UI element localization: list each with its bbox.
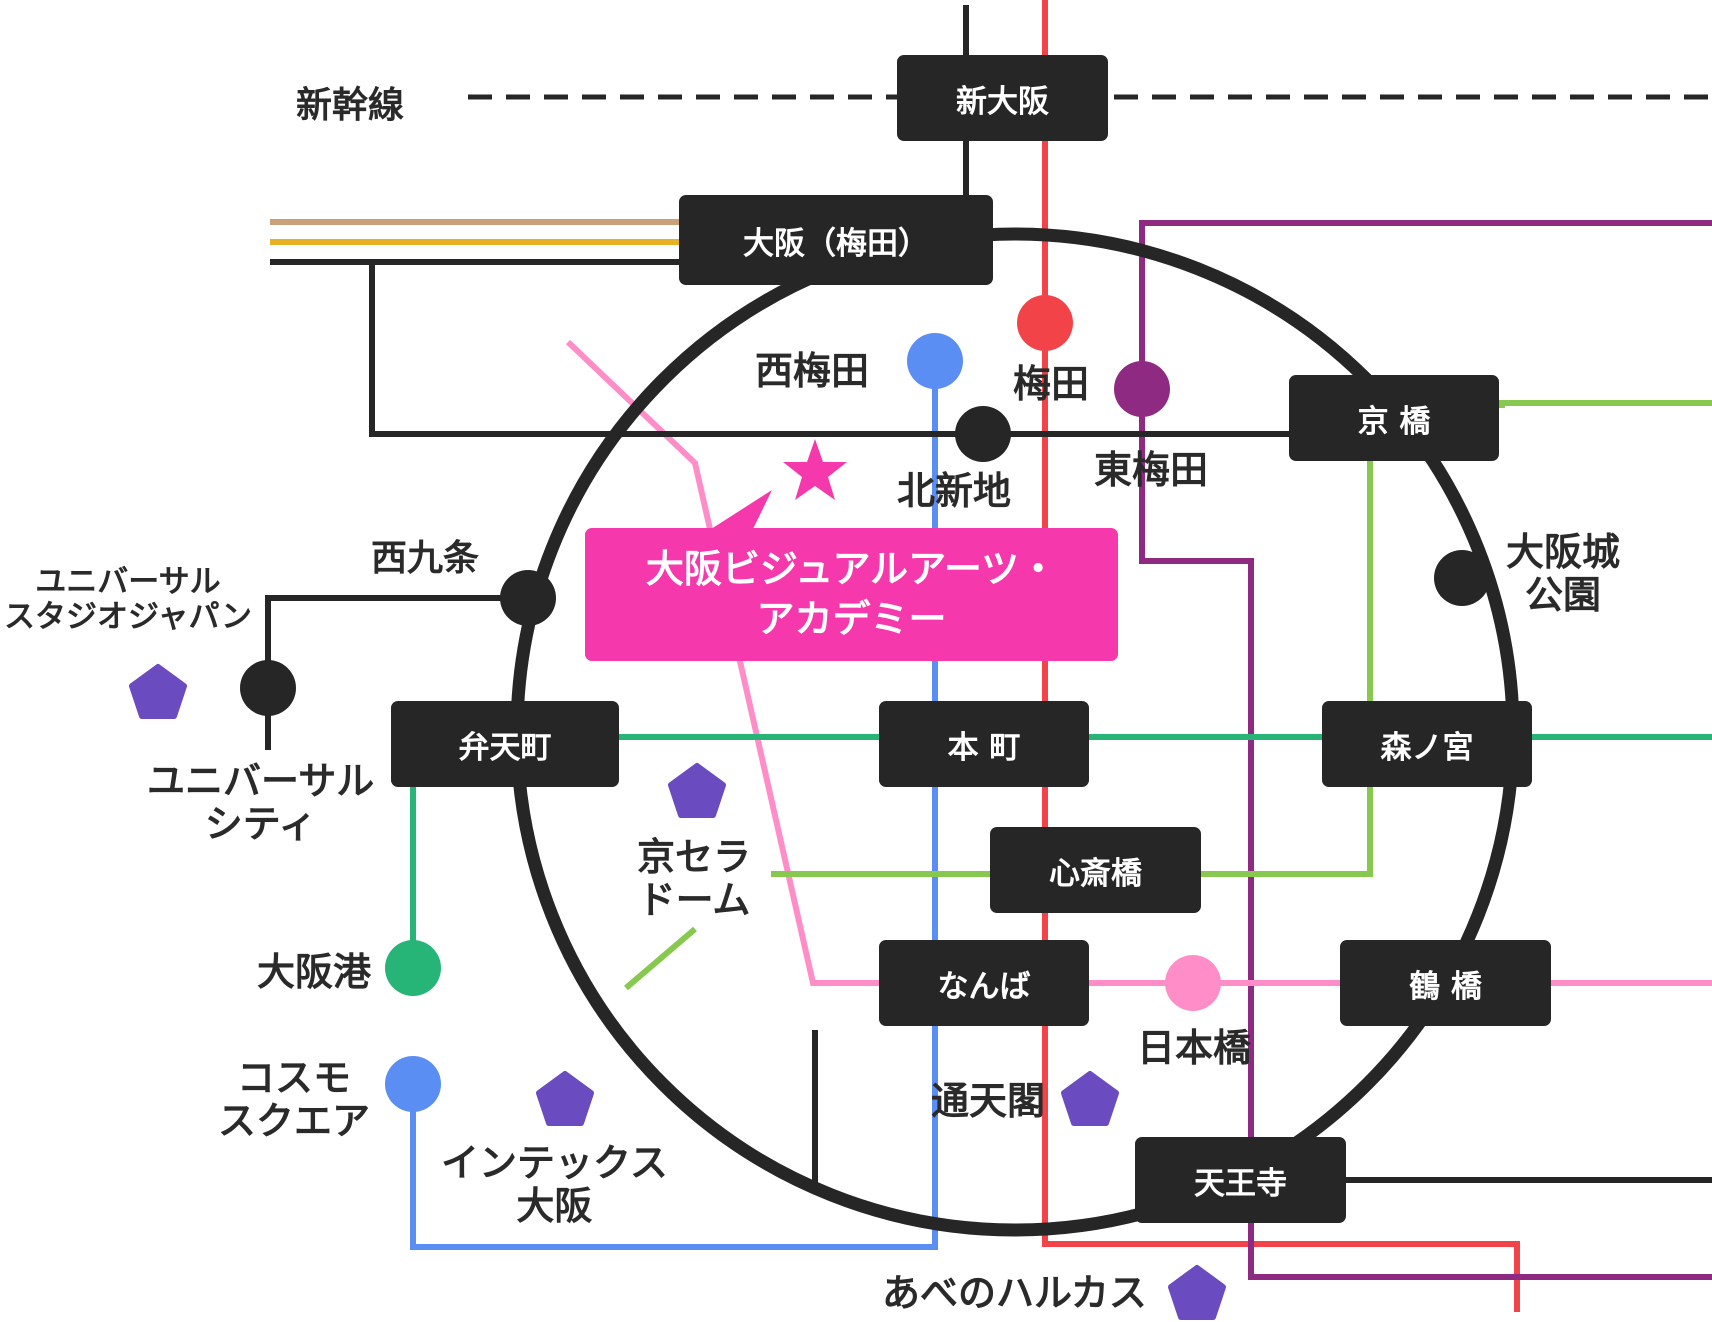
- station-box-tennoji[interactable]: 天王寺: [1135, 1137, 1346, 1223]
- station-dot-cosmo-square[interactable]: [385, 1056, 441, 1112]
- label-universal-city-line1: ユニバーサル: [147, 759, 375, 803]
- label-harukas: あべのハルカス: [882, 1271, 1147, 1315]
- shinkansen-label: 新幹線: [296, 85, 405, 126]
- station-dot-umeda[interactable]: [1017, 295, 1073, 351]
- highlight-name-line1: 大阪ビジュアルアーツ・: [645, 547, 1058, 592]
- landmark-icon-harukas: [1168, 1265, 1226, 1320]
- label-usj-line1: ユニバーサル: [35, 564, 221, 600]
- callout-tail: [708, 490, 772, 531]
- label-osakajo-koen: 大阪城 公園: [1506, 531, 1620, 616]
- label-cosmo-square-line2: スクエア: [218, 1098, 371, 1143]
- label-osakajo-koen-line2: 公園: [1525, 572, 1602, 617]
- label-osakajo-koen-line1: 大阪城: [1506, 530, 1621, 574]
- station-dot-osakako[interactable]: [385, 940, 441, 996]
- nagahori-line-branch: [624, 926, 697, 991]
- label-umeda: 梅田: [1013, 362, 1090, 406]
- landmark-icon-usj: [129, 664, 187, 719]
- label-intex-line1: インテックス: [441, 1141, 668, 1185]
- station-box-honmachi[interactable]: 本 町: [879, 701, 1089, 787]
- station-box-kyobashi[interactable]: 京 橋: [1289, 375, 1499, 461]
- station-box-bentencho[interactable]: 弁天町: [391, 701, 619, 787]
- sakaisuji-line: [565, 339, 1712, 986]
- label-cosmo-square: コスモ スクエア: [218, 1057, 370, 1142]
- label-kyocera-dome-line1: 京セラ: [637, 835, 752, 879]
- highlight-callout[interactable]: 大阪ビジュアルアーツ・ アカデミー: [585, 528, 1118, 661]
- label-universal-city-line2: シティ: [204, 801, 317, 846]
- label-usj: ユニバーサル スタジオジャパン: [4, 565, 252, 634]
- station-dot-kitashinchi[interactable]: [955, 406, 1011, 462]
- label-kitashinchi: 北新地: [897, 469, 1012, 513]
- tozai-line: [369, 262, 1320, 437]
- station-dot-nipponbashi[interactable]: [1165, 955, 1221, 1011]
- station-dot-higashi-umeda[interactable]: [1114, 361, 1170, 417]
- station-dot-osakajo-koen[interactable]: [1434, 550, 1490, 606]
- star-icon: [783, 439, 847, 500]
- label-cosmo-square-line1: コスモ: [237, 1056, 352, 1100]
- label-higashi-umeda: 東梅田: [1094, 448, 1209, 492]
- station-box-tsuruhashi[interactable]: 鶴 橋: [1340, 940, 1551, 1026]
- label-kyocera-dome-line2: ドーム: [637, 877, 751, 922]
- label-kyocera-dome: 京セラ ドーム: [637, 836, 751, 921]
- station-box-morinomiya[interactable]: 森ノ宮: [1322, 701, 1532, 787]
- landmark-icon-tsutenkaku: [1061, 1071, 1119, 1126]
- label-nishikujo: 西九条: [371, 538, 480, 579]
- landmark-icon-intex: [536, 1071, 594, 1126]
- label-osakako: 大阪港: [257, 950, 372, 994]
- station-dot-nishi-umeda[interactable]: [907, 333, 963, 389]
- label-tsutenkaku: 通天閣: [931, 1079, 1046, 1123]
- landmark-icon-kyocera-dome: [668, 763, 726, 818]
- station-box-namba[interactable]: なんば: [879, 940, 1089, 1026]
- tanimachi-line: [1139, 220, 1712, 1280]
- station-box-osaka-umeda[interactable]: 大阪（梅田）: [679, 195, 993, 285]
- label-universal-city: ユニバーサル シティ: [147, 760, 374, 845]
- station-dot-nishikujo[interactable]: [500, 570, 556, 626]
- label-usj-line2: スタジオジャパン: [4, 598, 252, 635]
- station-dot-universal-city[interactable]: [240, 660, 296, 716]
- station-box-shin-osaka[interactable]: 新大阪: [897, 55, 1108, 141]
- label-intex: インテックス 大阪: [441, 1142, 668, 1227]
- label-intex-line2: 大阪: [516, 1183, 593, 1228]
- label-nishi-umeda: 西梅田: [755, 349, 870, 393]
- highlight-name-line2: アカデミー: [756, 596, 947, 641]
- station-box-shinsaibashi[interactable]: 心斎橋: [990, 827, 1201, 913]
- label-nipponbashi: 日本橋: [1137, 1026, 1252, 1070]
- yotsubashi-line: [410, 361, 938, 1250]
